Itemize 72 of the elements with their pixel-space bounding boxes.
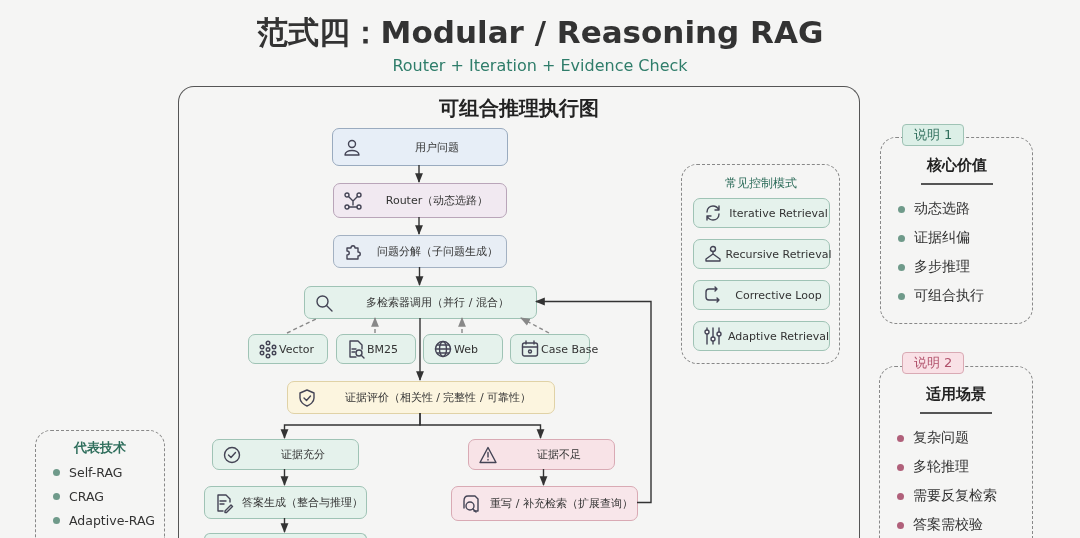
process-box — [451, 486, 638, 521]
box-label: 证据评价（相关性 / 完整性 / 可靠性） — [344, 390, 532, 405]
bullet-item: 需要反复检索 — [895, 487, 997, 505]
process-box — [693, 239, 830, 269]
tag-box — [902, 124, 964, 146]
box-label: BM25 — [367, 342, 399, 356]
process-box — [333, 235, 507, 268]
arrow — [280, 468, 289, 486]
bullet-item: Self-RAG — [51, 465, 123, 480]
box-label: 用户问题 — [415, 139, 459, 155]
box-label: 问题分解（子问题生成） — [376, 244, 498, 259]
box-label: Vector — [279, 342, 315, 356]
panel-heading: 可组合推理执行图 — [439, 95, 599, 122]
arrow — [419, 412, 545, 439]
title: 范式四：Modular / Reasoning RAG — [255, 13, 825, 52]
arrow — [280, 517, 289, 533]
tag-box — [902, 352, 964, 374]
box-label: Recursive Retrieval — [725, 247, 832, 261]
panel-heading: 核心价值 — [920, 156, 993, 185]
process-box — [212, 439, 359, 470]
process-box — [693, 280, 830, 310]
tag-label: 说明 2 — [913, 354, 953, 372]
arrow — [520, 317, 550, 334]
bullet-item: 多步推理 — [896, 258, 970, 276]
box-label: 证据充分 — [280, 447, 325, 462]
process-box — [287, 381, 555, 414]
tag-label: 说明 1 — [913, 126, 953, 144]
bullet-item: 复杂问题 — [895, 429, 969, 447]
box-label: 重写 / 补充检索（扩展查询） — [490, 496, 633, 511]
panel-heading: 适用场景 — [920, 385, 992, 414]
box-label: Case Base — [541, 342, 599, 356]
process-box — [332, 128, 508, 166]
bullet-item: Adaptive-RAG — [51, 513, 156, 528]
subtitle: Router + Iteration + Evidence Check — [391, 56, 689, 75]
box-label: 答案生成（整合与推理） — [242, 495, 363, 510]
process-box — [204, 533, 367, 538]
bullet-item: CRAG — [51, 489, 104, 504]
dashed-panel — [681, 164, 840, 364]
box-label: Iterative Retrieval — [729, 206, 828, 220]
panel — [178, 86, 860, 538]
box-label: Corrective Loop — [735, 288, 822, 302]
arrow — [458, 317, 466, 334]
process-box — [333, 183, 507, 218]
box-label: Adaptive Retrieval — [727, 329, 830, 343]
arrow — [535, 297, 652, 504]
bullet-item: 多轮推理 — [895, 458, 969, 476]
process-box — [336, 334, 416, 364]
process-box — [693, 321, 830, 351]
arrow — [415, 216, 423, 235]
panel-heading: 代表技术 — [74, 439, 126, 457]
bullet-item: 证据纠偏 — [896, 229, 970, 247]
process-box — [693, 198, 830, 228]
bullet-item: 可组合执行 — [896, 287, 984, 305]
process-box — [423, 334, 503, 364]
process-box — [248, 334, 328, 364]
process-box — [304, 286, 537, 319]
box-label: 证据不足 — [536, 447, 581, 462]
box-label: 多检索器调用（并行 / 混合） — [366, 295, 509, 310]
arrow — [371, 317, 379, 334]
arrow — [415, 266, 424, 286]
arrow — [415, 164, 423, 183]
arrow — [539, 468, 548, 486]
box-label: Router（动态选路） — [385, 193, 489, 208]
process-box — [468, 439, 615, 470]
dashed-panel — [35, 430, 165, 538]
box-label: Web — [454, 342, 478, 356]
arrow — [416, 317, 424, 381]
bullet-item: 动态选路 — [896, 200, 970, 218]
process-box — [204, 486, 367, 519]
connector-line — [286, 317, 319, 334]
bullet-item: 答案需校验 — [895, 516, 983, 534]
panel-heading: 常见控制模式 — [724, 175, 797, 192]
